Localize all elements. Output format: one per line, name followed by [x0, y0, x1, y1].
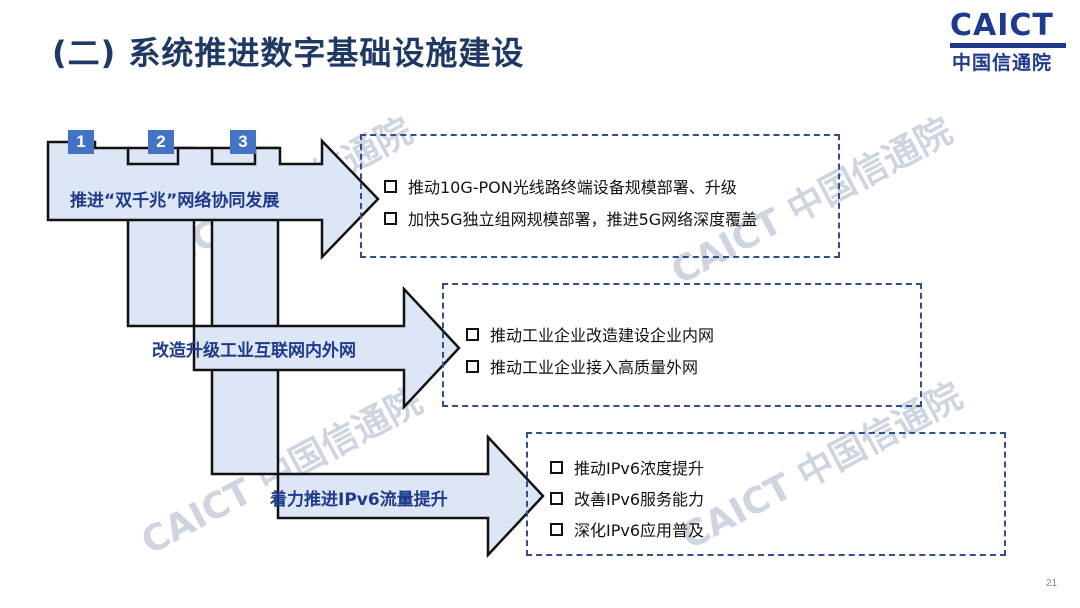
step-badge-3: 3 — [230, 130, 256, 154]
list-item: 推动IPv6浓度提升 — [550, 455, 704, 479]
detail-box-3 — [526, 432, 1006, 556]
list-item: 深化IPv6应用普及 — [550, 517, 704, 541]
list-item: 改善IPv6服务能力 — [550, 486, 704, 510]
list-item: 加快5G独立组网规模部署，推进5G网络深度覆盖 — [384, 206, 757, 230]
arrow-label-1: 推进“双千兆”网络协同发展 — [70, 191, 280, 211]
arrow-label-3: 着力推进IPv6流量提升 — [270, 490, 448, 510]
checkbox-icon — [550, 491, 563, 505]
checkbox-icon — [384, 211, 397, 225]
list-item-text: 改善IPv6服务能力 — [574, 490, 705, 509]
logo-divider — [950, 43, 1066, 48]
step-badge-1: 1 — [68, 130, 94, 154]
checkbox-icon — [550, 460, 563, 474]
list-item-text: 加快5G独立组网规模部署，推进5G网络深度覆盖 — [408, 210, 758, 229]
list-item-text: 推动工业企业接入高质量外网 — [490, 358, 699, 377]
logo-caict: CAICT — [950, 8, 1054, 43]
list-item: 推动工业企业接入高质量外网 — [466, 354, 698, 378]
list-item-text: 深化IPv6应用普及 — [574, 521, 705, 540]
list-item-text: 推动IPv6浓度提升 — [574, 459, 705, 478]
detail-box-1 — [360, 134, 840, 258]
arrow-2-shape — [126, 146, 461, 411]
logo-caict-cn: 中国信通院 — [952, 52, 1053, 74]
list-item-text: 推动10G-PON光线路终端设备规模部署、升级 — [408, 178, 737, 197]
checkbox-icon — [466, 359, 479, 373]
page-number: 21 — [1046, 578, 1058, 589]
list-item-text: 推动工业企业改造建设企业内网 — [490, 326, 715, 345]
detail-box-2 — [442, 283, 922, 407]
checkbox-icon — [384, 179, 397, 193]
checkbox-icon — [550, 522, 563, 536]
step-badge-2: 2 — [148, 130, 174, 154]
arrow-label-2: 改造升级工业互联网内外网 — [152, 341, 356, 361]
page-title: (二) 系统推进数字基础设施建设 — [52, 34, 525, 72]
list-item: 推动工业企业改造建设企业内网 — [466, 322, 714, 346]
checkbox-icon — [466, 327, 479, 341]
list-item: 推动10G-PON光线路终端设备规模部署、升级 — [384, 174, 737, 198]
arrow-1-shape — [46, 137, 380, 261]
